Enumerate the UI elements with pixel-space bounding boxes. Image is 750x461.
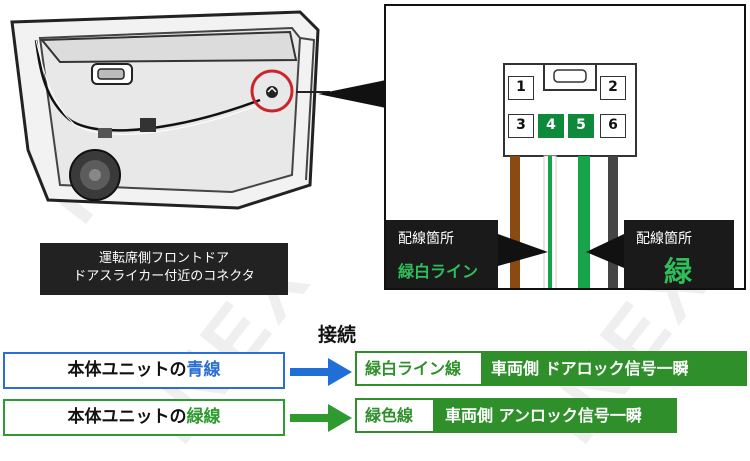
source-prefix: 本体ユニットの [67,360,187,380]
destination-box-2: 緑色線 車両側 アンロック信号一瞬 [355,398,677,433]
pin-5: 5 [568,114,594,138]
arrow-right-icon [290,404,352,432]
connector-detail-panel: 1 2 3 4 5 6 配線箇所 緑白ライン 配線箇所 緑 [384,4,746,290]
source-box-blue: 本体ユニットの青線 [3,352,285,389]
arrow-right-icon [290,358,352,386]
pin-3: 3 [508,114,534,138]
destination-box-1: 緑白ライン線 車両側 ドアロック信号一瞬 [355,351,747,386]
label-heading: 配線箇所 [398,231,454,247]
label-value: 緑白ライン [398,262,479,281]
pin-6: 6 [600,114,626,138]
dest-desc: 車両側 アンロック信号一瞬 [445,406,642,425]
door-location-caption: 運転席側フロントドア ドアスライカー付近のコネクタ [40,243,288,295]
source-color-word: 緑線 [186,407,221,427]
dest-wire: 緑色線 [357,400,433,431]
dest-wire: 緑白ライン線 [357,353,481,384]
source-color-word: 青線 [186,360,221,380]
pin-4: 4 [538,114,564,138]
caption-line-2: ドアスライカー付近のコネクタ [73,269,255,284]
caption-line-1: 運転席側フロントドア [98,251,229,266]
pointer-arrow [318,80,386,108]
connect-title: 接続 [318,324,357,346]
label-heading: 配線箇所 [636,231,692,247]
source-prefix: 本体ユニットの [67,407,187,427]
dest-desc: 車両側 ドアロック信号一瞬 [491,359,689,378]
door-illustration [10,10,330,210]
label-value: 緑 [663,255,692,288]
label-pointers [498,234,624,268]
wire-label-right: 配線箇所 緑 [624,220,734,288]
wire-label-left: 配線箇所 緑白ライン [386,220,498,288]
pin-2: 2 [600,76,626,100]
pin-1: 1 [508,76,534,100]
source-box-green: 本体ユニットの緑線 [3,399,285,436]
